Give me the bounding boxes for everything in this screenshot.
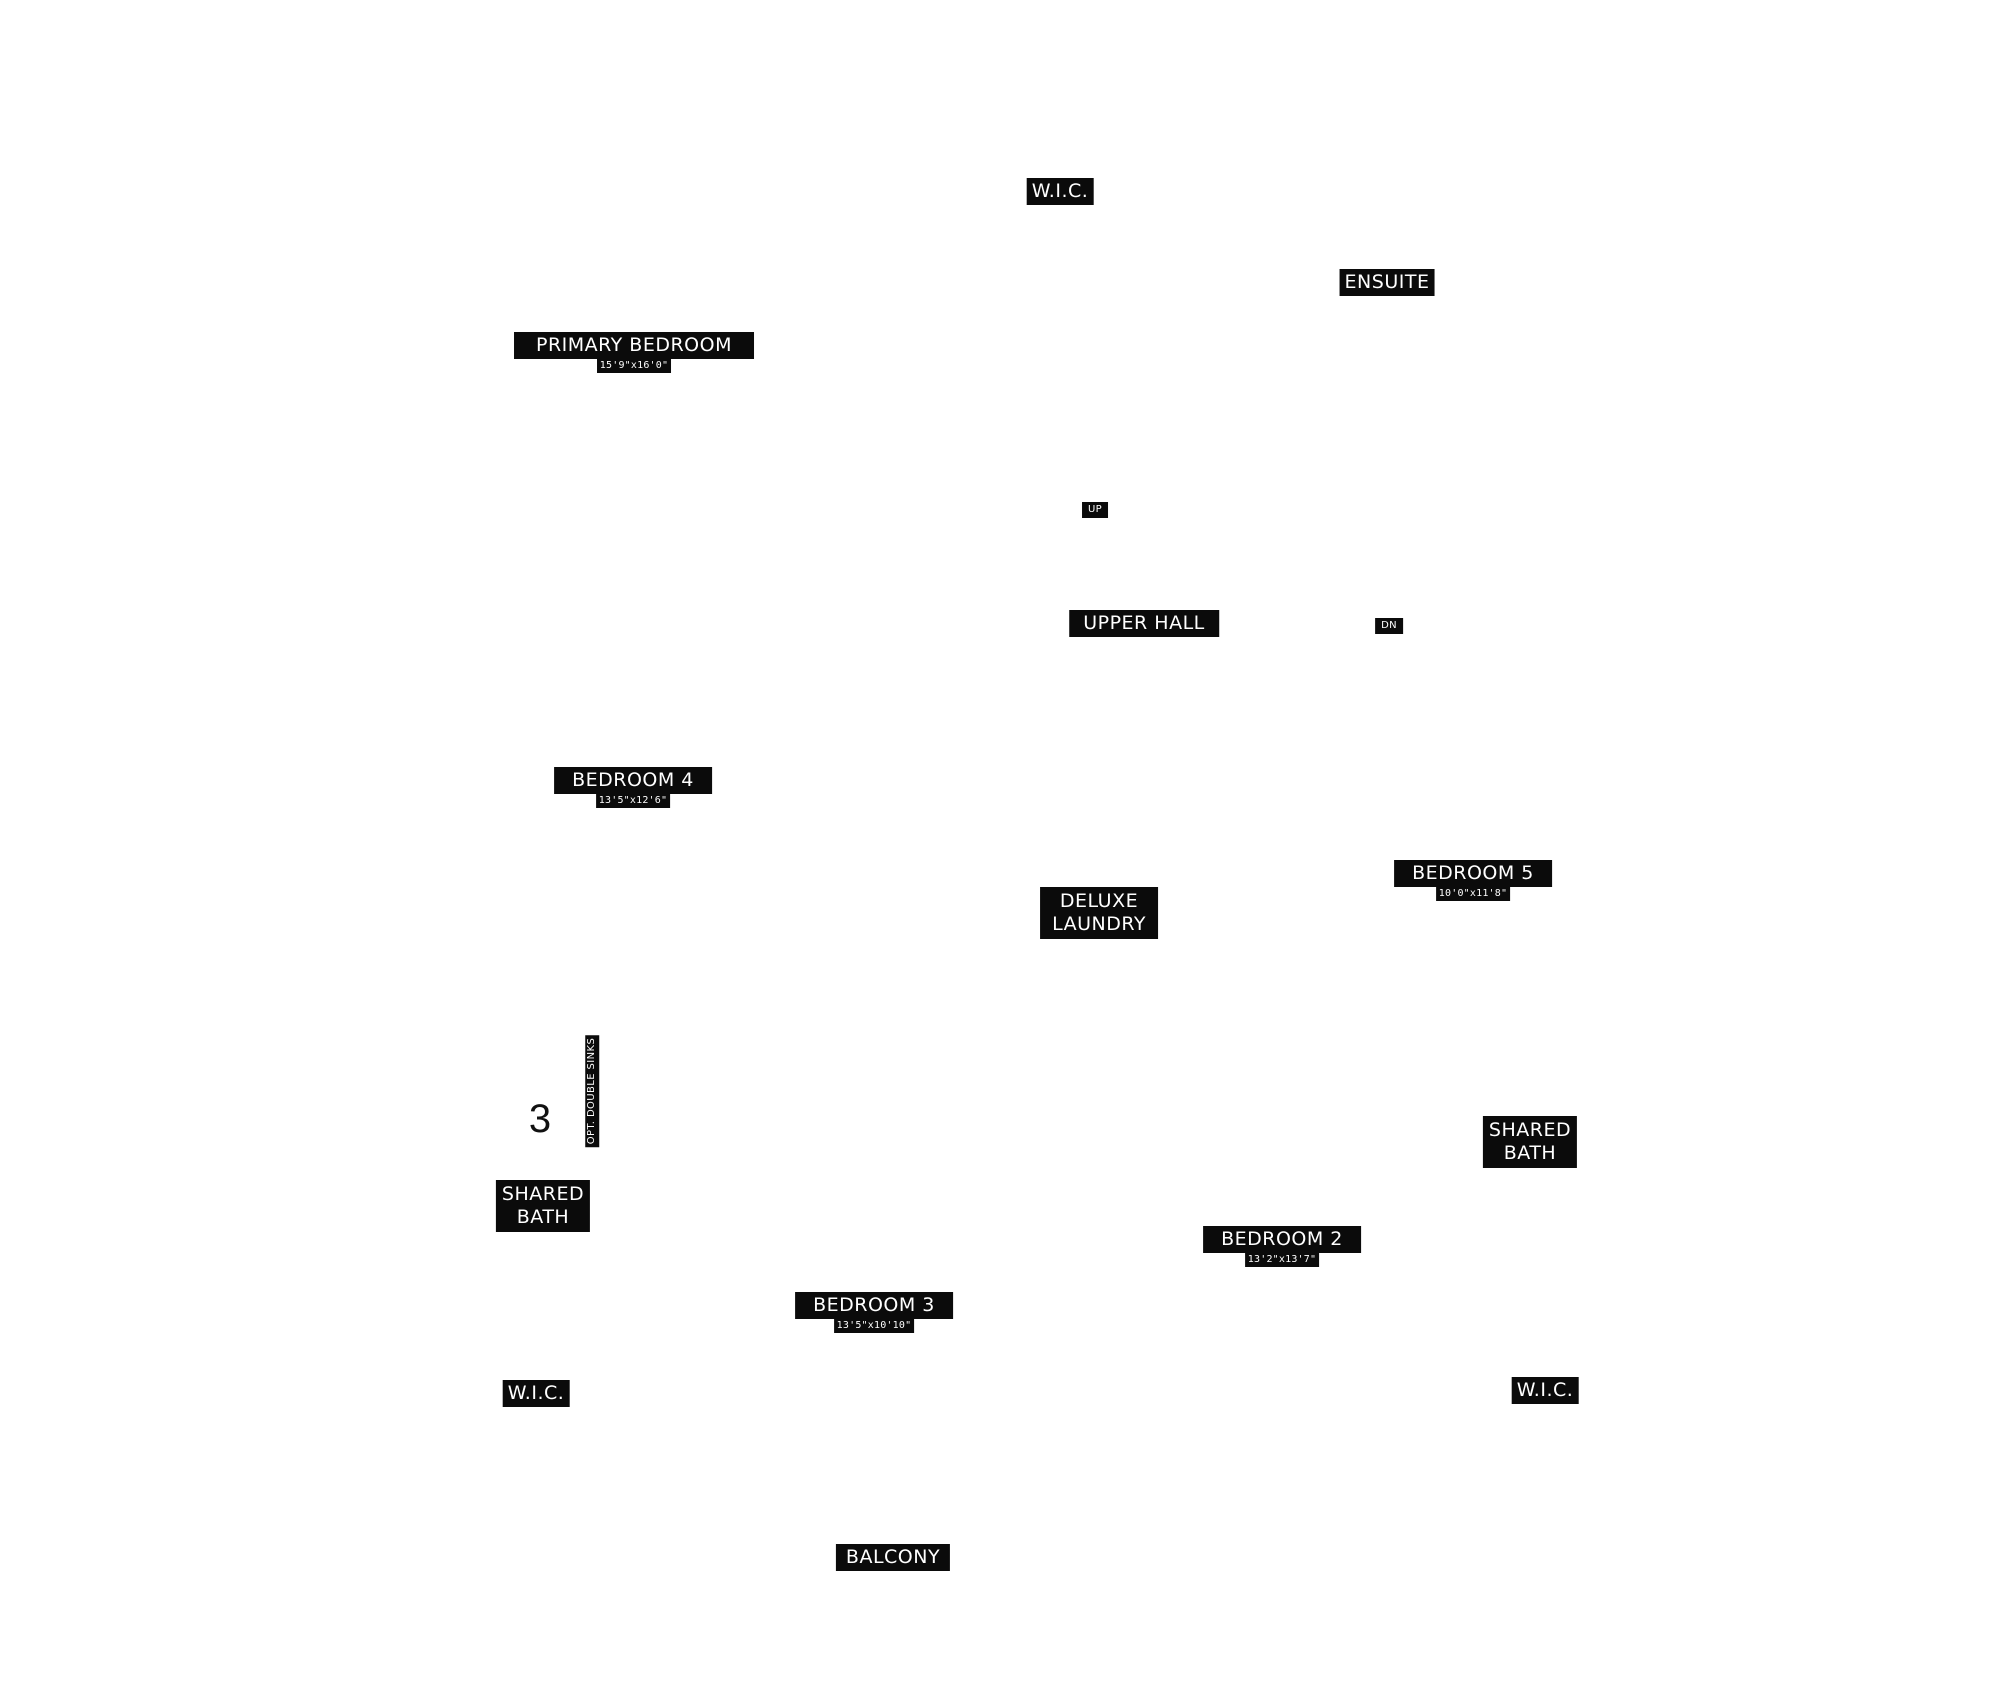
room-deluxe-laundry: DELUXE LAUNDRY: [1040, 887, 1158, 939]
room-primary-bedroom: PRIMARY BEDROOM 15'9"x16'0": [514, 332, 754, 373]
room-balcony: BALCONY: [835, 1544, 951, 1571]
room-label: BALCONY: [835, 1544, 951, 1571]
room-dimensions: 15'9"x16'0": [596, 359, 672, 373]
room-label: W.I.C.: [502, 1380, 570, 1407]
room-label: W.I.C.: [1511, 1377, 1579, 1404]
room-bedroom-5: BEDROOM 5 10'0"x11'8": [1394, 860, 1552, 901]
room-bedroom-4: BEDROOM 4 13'5"x12'6": [554, 767, 712, 808]
room-label: BEDROOM 4: [554, 767, 712, 794]
room-dimensions: 10'0"x11'8": [1435, 887, 1511, 901]
room-shared-bath-left: SHARED BATH: [495, 1180, 591, 1232]
room-label: UPPER HALL: [1069, 610, 1219, 637]
room-wic-bottom-left: W.I.C.: [502, 1380, 570, 1407]
room-dimensions: 13'2"x13'7": [1244, 1253, 1320, 1267]
room-label: PRIMARY BEDROOM: [514, 332, 754, 359]
room-dimensions: 13'5"x10'10": [833, 1319, 915, 1333]
room-label: ENSUITE: [1339, 269, 1435, 296]
room-wic-bottom-right: W.I.C.: [1511, 1377, 1579, 1404]
room-label: DELUXE LAUNDRY: [1040, 887, 1158, 939]
marker-number: 3: [528, 1097, 552, 1141]
note-opt-double-sinks: OPT. DOUBLE SINKS: [585, 1034, 600, 1148]
room-wic-top: W.I.C.: [1026, 178, 1094, 205]
room-label: BEDROOM 3: [795, 1292, 953, 1319]
room-label: BEDROOM 2: [1203, 1226, 1361, 1253]
room-label: SHARED BATH: [495, 1180, 591, 1232]
room-label: BEDROOM 5: [1394, 860, 1552, 887]
room-bedroom-2: BEDROOM 2 13'2"x13'7": [1203, 1226, 1361, 1267]
room-upper-hall: UPPER HALL: [1069, 610, 1219, 637]
room-dimensions: 13'5"x12'6": [595, 794, 671, 808]
stair-down-marker: DN: [1375, 618, 1403, 634]
room-label: SHARED BATH: [1482, 1116, 1578, 1168]
room-ensuite: ENSUITE: [1339, 269, 1435, 296]
room-bedroom-3: BEDROOM 3 13'5"x10'10": [795, 1292, 953, 1333]
room-shared-bath-right: SHARED BATH: [1482, 1116, 1578, 1168]
room-label: W.I.C.: [1026, 178, 1094, 205]
stair-label: UP: [1082, 502, 1108, 518]
stair-label: DN: [1375, 618, 1403, 634]
stair-up-marker: UP: [1082, 502, 1108, 518]
